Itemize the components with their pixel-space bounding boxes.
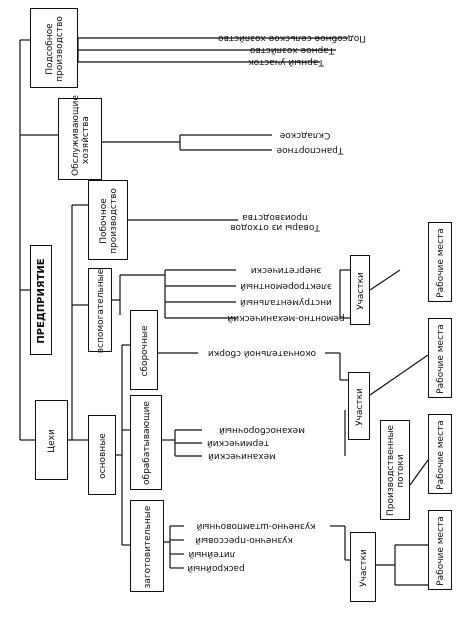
workplaces-box-1: Рабочие места <box>428 222 452 302</box>
sections-box-1: Участки <box>350 255 370 325</box>
side-production-label: Побочное производство <box>99 188 119 254</box>
workshops-box: Цехи <box>35 400 68 480</box>
assembly-box: сборочные <box>130 310 158 390</box>
item-energy: энергетически <box>250 265 322 275</box>
workshops-label: Цехи <box>47 429 57 453</box>
processing-box: обрабатывающие <box>130 395 162 490</box>
workplaces-box-4: Рабочие места <box>428 510 452 590</box>
item-packaging-section: Тарный участок <box>248 57 324 67</box>
item-transport: Транспортное <box>276 145 344 155</box>
workplaces-label-1: Рабочие места <box>436 228 446 298</box>
item-warehouse: Складское <box>279 130 331 140</box>
sections-label-3: Участки <box>359 549 369 587</box>
sections-box-2: Участки <box>348 372 370 440</box>
item-mech-assembly: механосборочный <box>219 425 305 435</box>
root-box: ПРЕДПРИЯТИЕ <box>30 245 52 355</box>
workplaces-box-2: Рабочие места <box>428 318 452 398</box>
item-electric-repair: электроремонтный <box>240 281 332 291</box>
auxiliary-production-label: Подсобное производство <box>45 16 65 82</box>
item-cutting: раскройный <box>187 563 245 573</box>
auxiliary-workshops-label: вспомогательные <box>96 268 106 354</box>
auxiliary-workshops-box: вспомогательные <box>88 268 112 354</box>
sections-box-3: Участки <box>350 532 376 602</box>
root-label: ПРЕДПРИЯТИЕ <box>36 258 47 344</box>
item-forging-stamping: кузнечно-штамповочный <box>196 521 316 531</box>
item-final-assembly: окончательной сборки <box>207 348 317 358</box>
production-flows-box: Производственные потоки <box>380 420 410 520</box>
item-mechanical: механический <box>208 451 276 461</box>
workplaces-label-2: Рабочие места <box>436 324 446 394</box>
service-facilities-label: Обслуживающие хозяйства <box>71 95 91 176</box>
item-foundry: литейный <box>188 549 236 559</box>
service-facilities-box: Обслуживающие хозяйства <box>58 95 102 180</box>
workplaces-box-3: Рабочие места <box>428 414 452 494</box>
main-workshops-box: основные <box>88 415 116 495</box>
auxiliary-production-box: Подсобное производство <box>30 8 78 88</box>
item-subsidiary-farming: Подсобное сельское хозяйство <box>217 33 367 43</box>
workplaces-label-3: Рабочие места <box>436 420 446 490</box>
workplaces-label-4: Рабочие места <box>436 516 446 586</box>
main-workshops-label: основные <box>98 433 108 479</box>
item-waste-goods: Товары из отходов производства <box>230 212 320 232</box>
procurement-label: заготовительные <box>143 505 153 589</box>
item-packaging-facility: Тарное хозяйство <box>249 45 335 55</box>
item-repair-mechanical: ремонтно-механический <box>227 313 345 323</box>
sections-label-1: Участки <box>356 272 366 310</box>
item-forging-pressing: кузнечно-прессовый <box>195 535 293 545</box>
procurement-box: заготовительные <box>130 500 164 592</box>
processing-label: обрабатывающие <box>142 401 152 485</box>
side-production-box: Побочное производство <box>88 180 128 260</box>
production-flows-label: Производственные потоки <box>386 424 406 516</box>
assembly-label: сборочные <box>140 325 150 377</box>
item-tool: инструментальный <box>240 297 332 307</box>
item-thermal: термический <box>206 438 270 448</box>
sections-label-2: Участки <box>355 388 365 426</box>
